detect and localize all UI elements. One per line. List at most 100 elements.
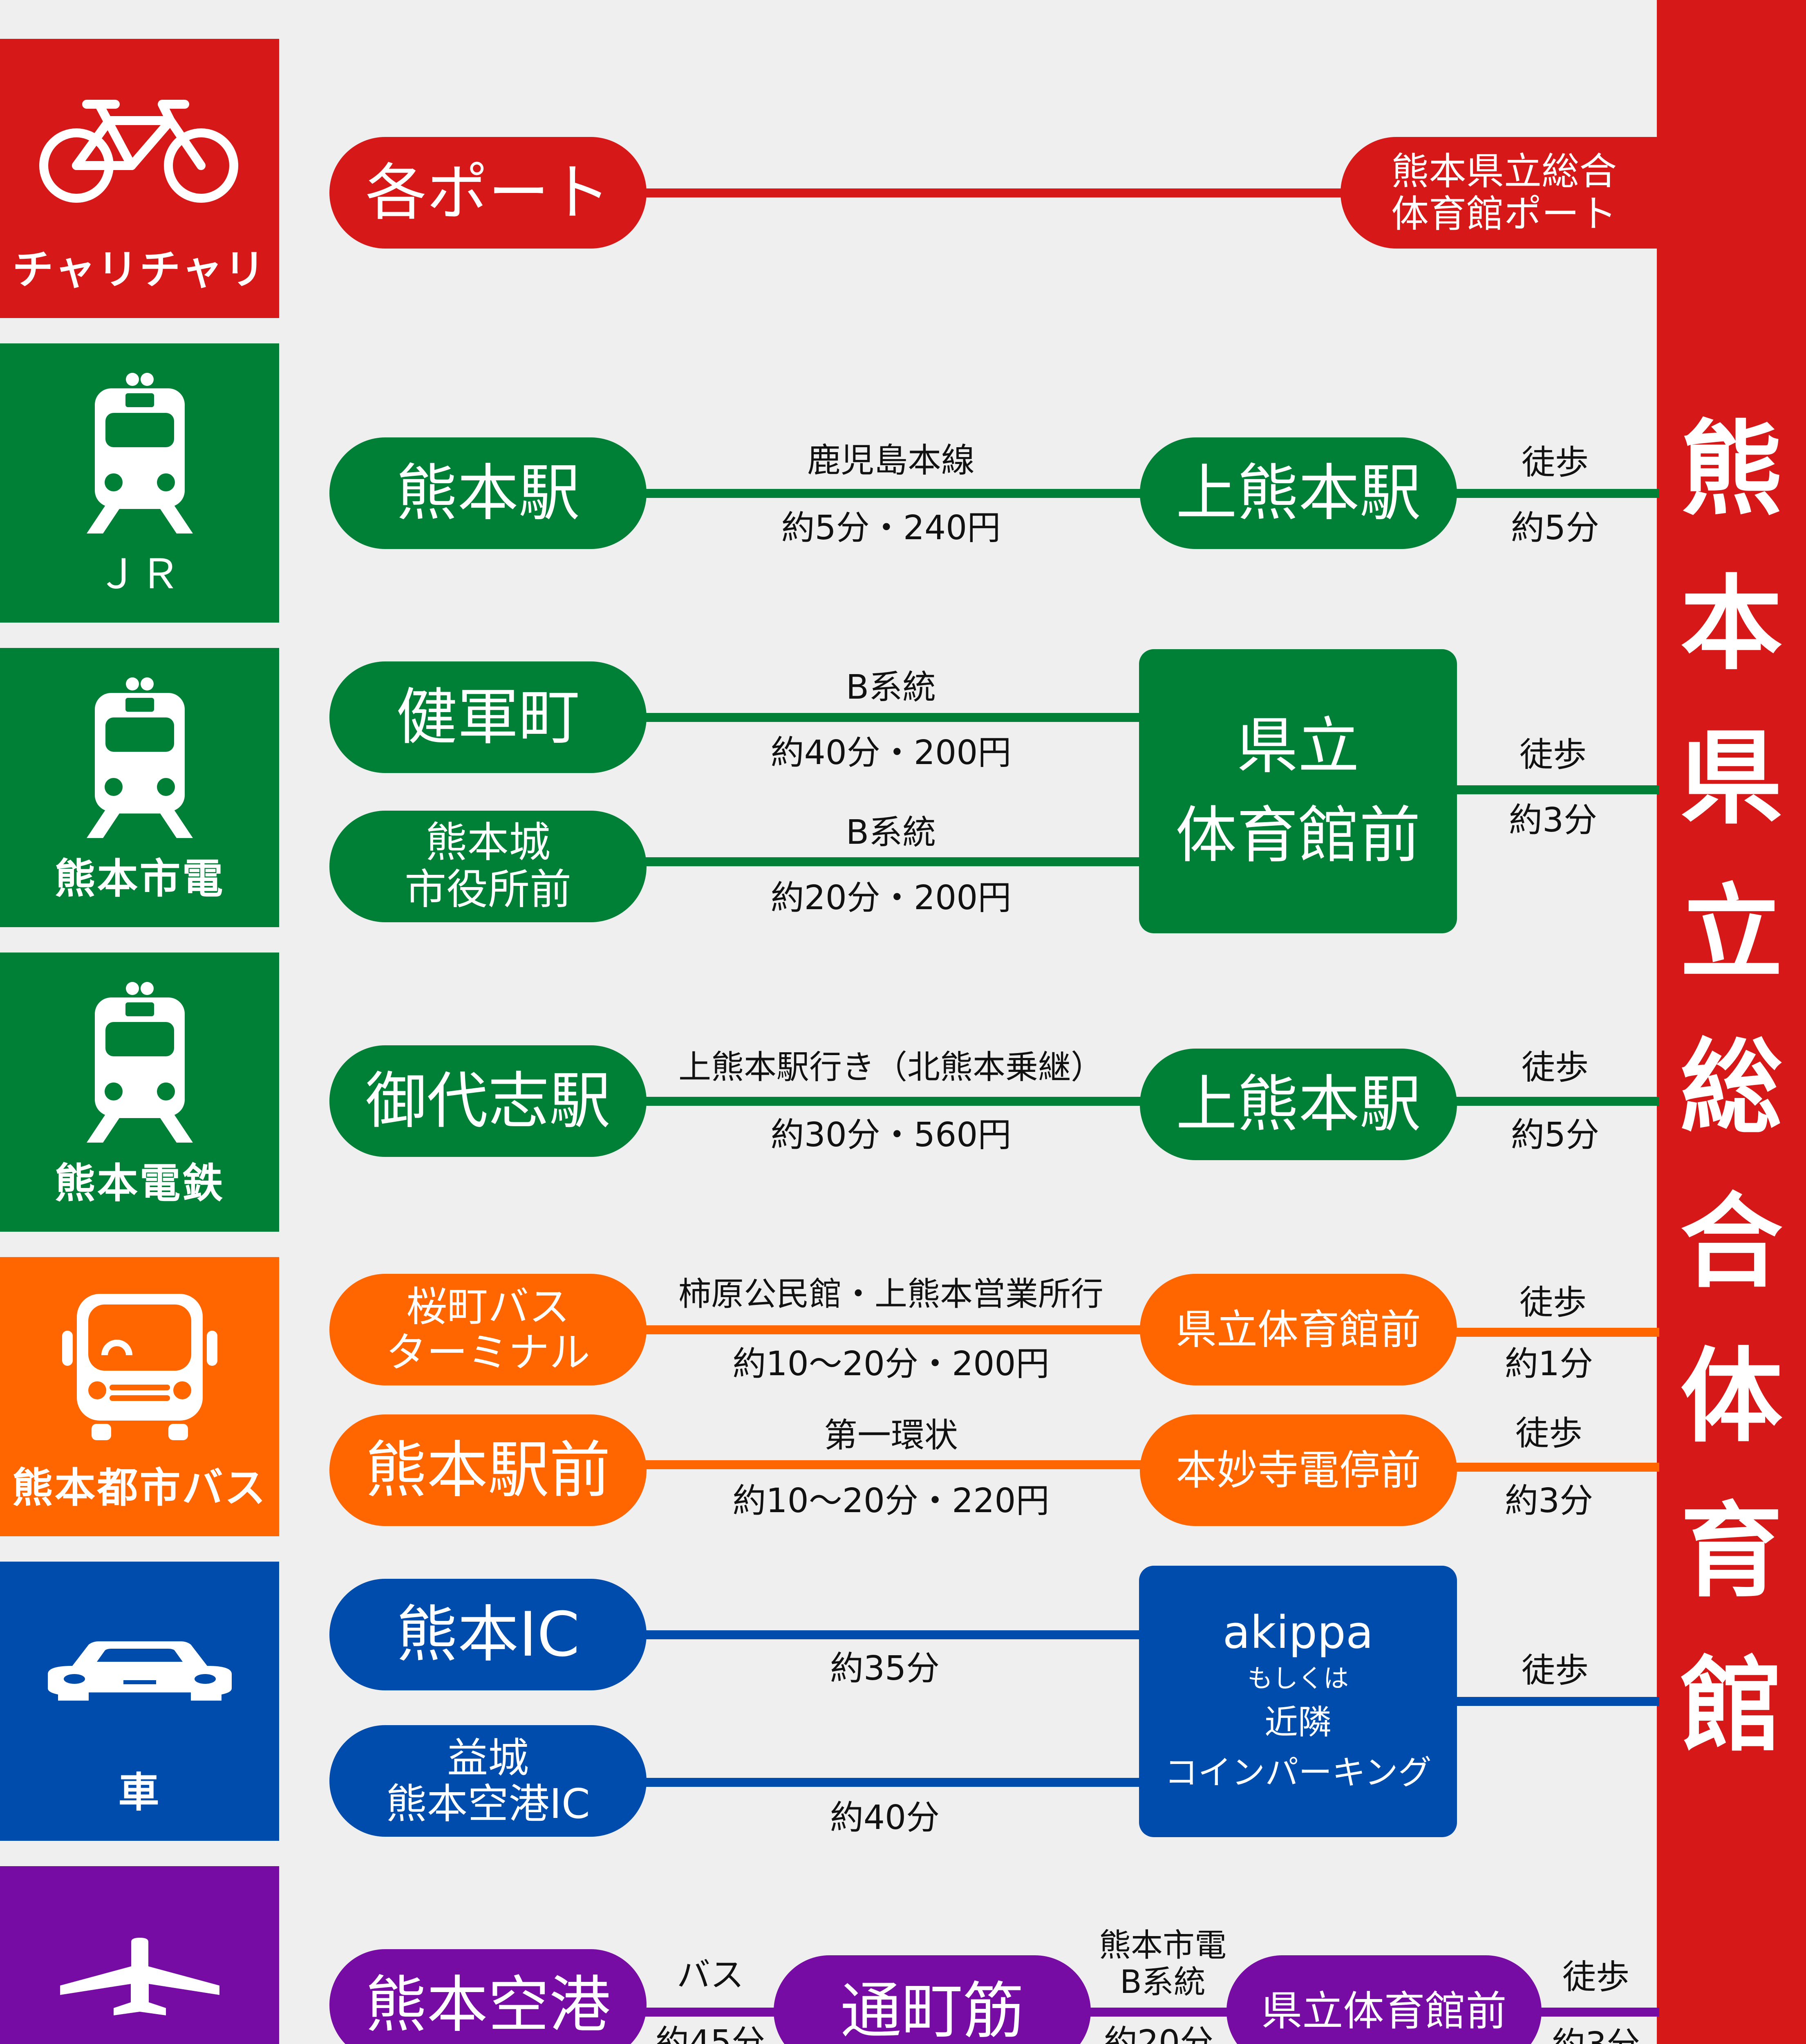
walk-label: 徒歩: [1515, 1414, 1583, 1453]
origin-stop: 御代志駅: [329, 1045, 647, 1157]
route-line: [638, 713, 1148, 722]
mode-label: 車: [118, 1768, 161, 1816]
transfer-stop: 上熊本駅: [1140, 437, 1457, 549]
train-icon: [0, 368, 279, 540]
walk-line: [1451, 489, 1659, 498]
drive-time: 約35分: [830, 1649, 940, 1688]
line-name: 柿原公民館・上熊本営業所行: [678, 1275, 1103, 1313]
walk-label: 徒歩: [1519, 735, 1587, 774]
walk-line: [1451, 1097, 1659, 1106]
mode-card-car: 車: [0, 1562, 279, 1841]
car-icon: [0, 1586, 279, 1758]
parking-provider: akippa: [1222, 1606, 1374, 1659]
mode-card-airplane: 飛行機: [0, 1866, 279, 2044]
mode-label: チャリチャリ: [12, 246, 267, 294]
walk-line: [1533, 2008, 1659, 2017]
mode-label: 熊本都市バス: [12, 1464, 267, 1512]
route-line: [638, 1097, 1148, 1106]
destination-stop: 県立体育館前: [1226, 1955, 1542, 2044]
origin-stop: 各ポート: [329, 137, 647, 249]
tram-icon: [0, 672, 279, 844]
mode-card-bicycle: チャリチャリ: [0, 39, 279, 318]
origin-stop: 熊本IC: [329, 1579, 647, 1690]
origin-stop: 健軍町: [329, 661, 647, 773]
route-line: [638, 1630, 1148, 1639]
mode-card-jr: ＪＲ: [0, 343, 279, 623]
time-fare: 約40分・200円: [770, 733, 1012, 772]
title-char: 総: [1680, 1028, 1783, 1147]
origin-stop: 桜町バス ターミナル: [329, 1274, 647, 1385]
transfer-stop: 本妙寺電停前: [1140, 1414, 1457, 1526]
walk-time: 約3分: [1504, 1481, 1593, 1520]
origin-stop: 熊本駅: [329, 437, 647, 549]
route-line: [638, 1325, 1148, 1334]
walk-time: 約5分: [1511, 509, 1600, 547]
time-fare: 約5分・240円: [781, 509, 1001, 547]
time-fare: 約20分・200円: [770, 879, 1012, 917]
bus-icon: [0, 1282, 279, 1453]
transfer-stop: 県立 体育館前: [1139, 649, 1457, 933]
route-line: [638, 1778, 1148, 1787]
destination-column: 熊 本 県 立 総 合 体 育 館: [1657, 0, 1806, 2044]
title-char: 体: [1680, 1337, 1783, 1456]
time-fare: 約10〜20分・220円: [732, 1481, 1050, 1520]
destination-title: 熊 本 県 立 総 合 体 育 館: [1657, 392, 1806, 1783]
mode-label: ＪＲ: [97, 550, 182, 598]
time-fare: 約10〜20分・200円: [732, 1345, 1050, 1383]
origin-stop: 益城 熊本空港IC: [329, 1725, 647, 1837]
drive-time: 約40分: [830, 1798, 940, 1837]
mode-card-city-bus: 熊本都市バス: [0, 1257, 279, 1536]
airplane-icon: [0, 1891, 279, 2044]
origin-stop: 熊本駅前: [329, 1414, 647, 1526]
walk-label: 徒歩: [1562, 1958, 1630, 1997]
parking-nearby: 近隣: [1264, 1703, 1332, 1742]
origin-stop: 熊本空港: [329, 1949, 647, 2044]
walk-line: [1451, 1463, 1659, 1472]
walk-time: 約3分: [1552, 2025, 1640, 2044]
walk-time: 約3分: [1508, 801, 1598, 840]
walk-label: 徒歩: [1521, 443, 1589, 482]
parking-coin: コインパーキング: [1164, 1753, 1432, 1792]
title-char: 立: [1680, 874, 1783, 993]
walk-time: 約5分: [1511, 1116, 1600, 1154]
via-stop: 通町筋: [774, 1955, 1091, 2044]
line-name: 第一環状: [824, 1416, 958, 1455]
title-char: 館: [1680, 1646, 1783, 1765]
line-name: B系統: [846, 813, 936, 852]
mode-label: 熊本市電: [54, 855, 225, 903]
bicycle-icon: [0, 63, 279, 235]
route-line: [638, 1460, 1148, 1469]
route-line: [1083, 2008, 1234, 2017]
route-line: [638, 188, 1349, 197]
line-name: B系統: [846, 668, 936, 707]
line-name: 上熊本駅行き（北熊本乗継）: [678, 1048, 1103, 1086]
transfer-stop: 県立体育館前: [1140, 1274, 1457, 1385]
mode-card-kumamoto-dentetsu: 熊本電鉄: [0, 953, 279, 1232]
parking-box: akippa もしくは 近隣 コインパーキング: [1139, 1566, 1457, 1837]
destination-port: 熊本県立総合 体育館ポート: [1341, 137, 1667, 249]
leg1-mode: バス: [676, 1956, 744, 1995]
route-line: [638, 857, 1148, 866]
title-char: 県: [1680, 719, 1783, 838]
route-line: [638, 489, 1148, 498]
title-char: 本: [1680, 565, 1783, 684]
title-char: 熊: [1680, 410, 1783, 529]
walk-line: [1451, 1697, 1659, 1706]
train-icon: [0, 977, 279, 1149]
line-name: 鹿児島本線: [807, 441, 975, 480]
leg2-time-fare: 約20分 200円: [1103, 2023, 1214, 2044]
walk-time: 約1分: [1504, 1345, 1593, 1383]
route-line: [638, 2008, 785, 2017]
transfer-stop: 上熊本駅: [1140, 1049, 1457, 1160]
walk-label: 徒歩: [1521, 1651, 1589, 1690]
mode-card-streetcar: 熊本市電: [0, 648, 279, 927]
time-fare: 約30分・560円: [770, 1116, 1012, 1154]
walk-label: 徒歩: [1519, 1283, 1587, 1322]
title-char: 育: [1680, 1492, 1783, 1611]
walk-line: [1451, 1328, 1659, 1337]
walk-label: 徒歩: [1521, 1048, 1589, 1087]
title-char: 合: [1680, 1183, 1783, 1302]
leg2-mode: 熊本市電 B系統: [1099, 1927, 1227, 2001]
walk-line: [1451, 785, 1659, 794]
